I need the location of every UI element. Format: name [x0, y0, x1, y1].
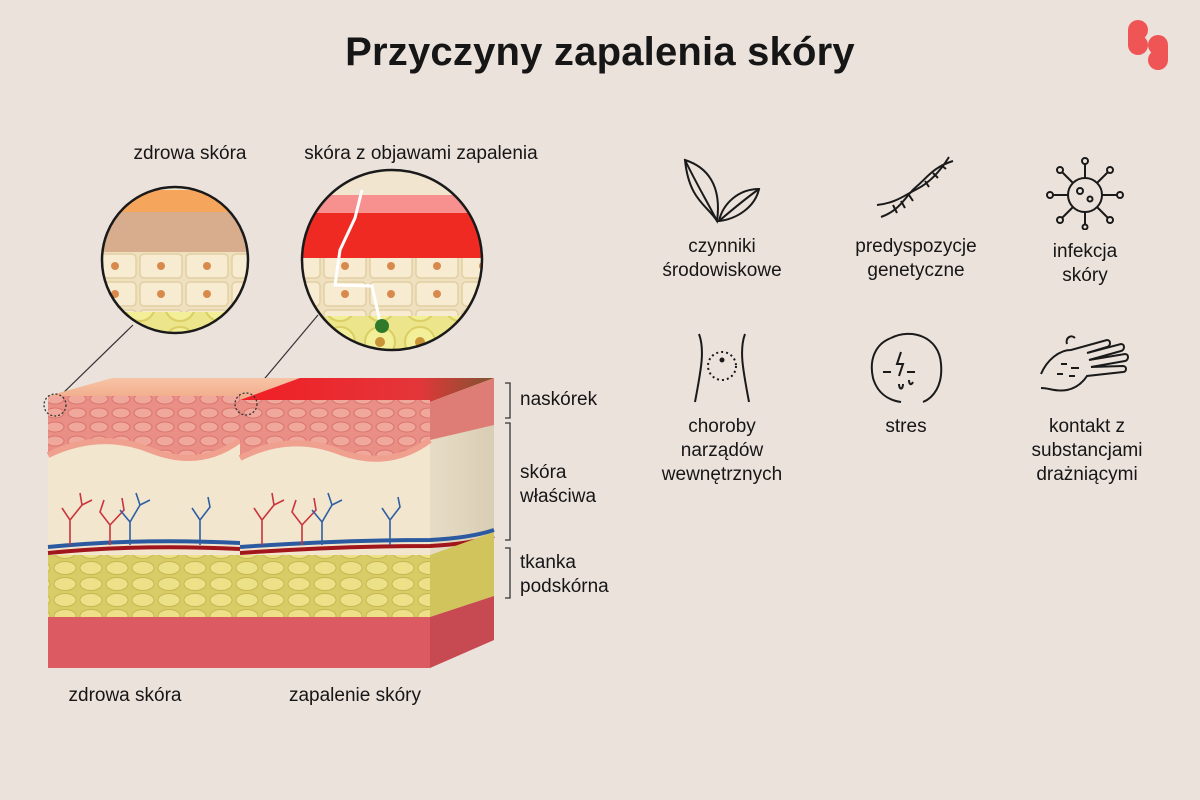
virus-icon	[1046, 157, 1124, 230]
stressed-face-icon	[870, 333, 943, 403]
cause-irritant-contact: kontakt z substancjami drażniącymi	[987, 330, 1187, 487]
blood-vessels-inflamed	[253, 492, 401, 545]
healthy-block-caption: zdrowa skóra	[68, 685, 182, 706]
cause-infection: infekcja skóry	[985, 155, 1185, 288]
cause-label: infekcja skóry	[1052, 241, 1118, 286]
healthy-magnifier-label: zdrowa skóra	[133, 143, 247, 164]
healthy-skin-magnifier	[102, 187, 248, 333]
epidermis-label: naskórek	[520, 389, 598, 410]
subcutaneous-label: tkanka podskórna	[520, 552, 609, 597]
blood-vessels-healthy	[61, 492, 211, 545]
cause-stress: stres	[806, 330, 1006, 439]
torso-organs-icon	[694, 333, 750, 403]
inflamed-skin-block	[238, 378, 495, 668]
layer-brackets	[505, 382, 511, 599]
dna-icon	[876, 156, 954, 218]
cause-label: predyspozycje genetyczne	[855, 236, 977, 281]
brand-logo-icon	[1128, 20, 1168, 70]
leaf-sprout-icon	[683, 158, 761, 224]
cause-internal-organs: choroby narządów wewnętrznych	[622, 330, 822, 487]
page-title: Przyczyny zapalenia skóry	[345, 30, 855, 74]
cause-environmental: czynniki środowiskowe	[622, 155, 822, 283]
cause-label: czynniki środowiskowe	[662, 236, 782, 281]
cause-label: choroby narządów wewnętrznych	[661, 416, 783, 485]
cause-genetic: predyspozycje genetyczne	[816, 155, 1016, 283]
inflamed-magnifier-label: skóra z objawami zapalenia	[304, 143, 538, 164]
inflamed-skin-magnifier	[302, 170, 482, 350]
inflamed-block-caption: zapalenie skóry	[288, 685, 422, 706]
cause-label: stres	[885, 416, 927, 437]
dermis-label: skóra właściwa	[520, 462, 597, 507]
cause-label: kontakt z substancjami drażniącymi	[1031, 416, 1143, 485]
hand-contact-icon	[1040, 335, 1129, 392]
skin-cross-section-diagram	[43, 168, 511, 668]
